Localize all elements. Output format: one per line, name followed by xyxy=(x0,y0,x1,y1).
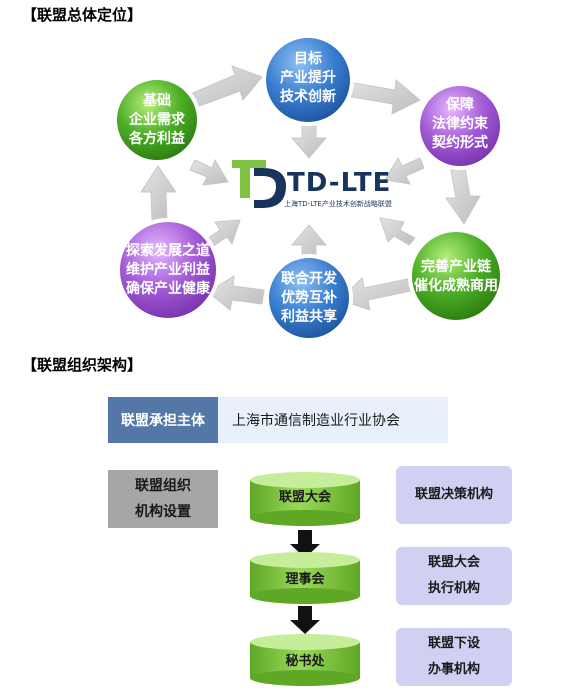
level-council-name: 理事会 xyxy=(285,572,325,587)
node-explore-label: 探索发展之道 维护产业利益 确保产业健康 xyxy=(116,242,220,299)
td-lte-logo-mark xyxy=(232,160,286,208)
org-setup-label: 联盟组织 机构设置 xyxy=(108,470,218,528)
org-setup-line-1: 联盟组织 xyxy=(135,478,191,494)
arrow-guarantee-to-improve xyxy=(445,167,481,225)
node-goal-circle xyxy=(262,34,354,126)
arrow-council-to-secretariat xyxy=(290,606,320,634)
node-basis-label: 基础 企业需求 各方利益 xyxy=(112,92,202,149)
node-improve-line-1: 完善产业链 xyxy=(421,259,491,275)
level-council-function-line-2: 执行机构 xyxy=(427,581,480,596)
arrow-joint-to-explore xyxy=(207,275,265,311)
level-secretariat-name: 秘书处 xyxy=(285,654,325,669)
node-improve-label: 完善产业链 催化成熟商用 xyxy=(408,258,504,296)
node-goal-label: 目标 产业提升 技术创新 xyxy=(263,50,353,107)
arrow-basis-to-center xyxy=(189,158,229,186)
td-lte-logo-text: TD-LTE xyxy=(287,168,392,198)
org-setup-line-2: 机构设置 xyxy=(135,504,191,520)
positioning-cycle-diagram xyxy=(113,34,504,342)
node-joint-line-1: 联合开发 xyxy=(281,271,337,287)
level-council-function-line-1: 联盟大会 xyxy=(427,555,480,570)
positioning-section-title: 【联盟总体定位】 xyxy=(22,6,143,24)
node-improve-circle xyxy=(408,228,504,324)
node-guarantee-label: 保障 法律约束 契约形式 xyxy=(415,96,505,153)
node-explore-circle xyxy=(116,218,220,322)
arrow-improve-to-center xyxy=(379,217,416,246)
node-goal-line-2: 产业提升 xyxy=(280,70,336,86)
td-lte-logo-subtitle: 上海TD-LTE产业技术创新战略联盟 xyxy=(284,200,392,208)
node-joint-label: 联合开发 优势互补 利益共享 xyxy=(264,270,354,327)
level-council-cylinder xyxy=(250,552,360,604)
level-assembly-function: 联盟决策机构 xyxy=(396,466,512,524)
node-explore-line-3: 确保产业健康 xyxy=(126,281,210,297)
arrow-goal-to-guarantee xyxy=(345,79,421,115)
node-goal-line-1: 目标 xyxy=(294,51,322,67)
arrow-basis-to-goal xyxy=(187,65,263,109)
level-assembly-function-line-1: 联盟决策机构 xyxy=(414,487,493,502)
arrow-goal-to-center xyxy=(290,123,328,159)
level-secretariat-cylinder xyxy=(250,634,360,686)
level-council-function: 联盟大会 执行机构 xyxy=(396,547,512,605)
arrow-joint-to-center xyxy=(290,224,328,259)
level-secretariat-function: 联盟下设 办事机构 xyxy=(396,628,512,686)
node-explore-line-2: 维护产业利益 xyxy=(126,262,210,278)
level-secretariat-function-line-2: 办事机构 xyxy=(427,662,480,677)
node-guarantee-line-1: 保障 xyxy=(446,97,474,113)
level-assembly-cylinder xyxy=(250,472,360,526)
node-improve-line-2: 催化成熟商用 xyxy=(414,278,498,294)
node-basis-circle xyxy=(113,76,201,164)
level-secretariat-function-line-1: 联盟下设 xyxy=(427,636,480,651)
node-explore-line-1: 探索发展之道 xyxy=(126,243,210,259)
level-assembly-name: 联盟大会 xyxy=(278,490,331,505)
node-basis-line-1: 基础 xyxy=(143,93,171,109)
arrow-assembly-to-council xyxy=(290,530,320,558)
arrow-explore-to-basis xyxy=(140,165,177,223)
node-guarantee-line-2: 法律约束 xyxy=(432,116,488,132)
node-guarantee-circle xyxy=(416,82,504,170)
node-goal-line-3: 技术创新 xyxy=(280,89,336,105)
node-joint-line-2: 优势互补 xyxy=(281,290,337,306)
node-basis-line-3: 各方利益 xyxy=(129,131,185,147)
org-hierarchy-diagram xyxy=(250,472,360,686)
structure-section-title: 【联盟组织架构】 xyxy=(22,356,143,374)
node-basis-line-2: 企业需求 xyxy=(129,112,185,128)
host-label: 联盟承担主体 xyxy=(108,397,218,443)
node-joint-line-3: 利益共享 xyxy=(281,309,337,325)
arrow-guarantee-to-center xyxy=(384,156,425,185)
node-guarantee-line-3: 契约形式 xyxy=(432,135,488,151)
node-joint-circle xyxy=(265,254,353,342)
host-value: 上海市通信制造业行业协会 xyxy=(218,397,448,443)
arrow-explore-to-center xyxy=(204,219,241,248)
